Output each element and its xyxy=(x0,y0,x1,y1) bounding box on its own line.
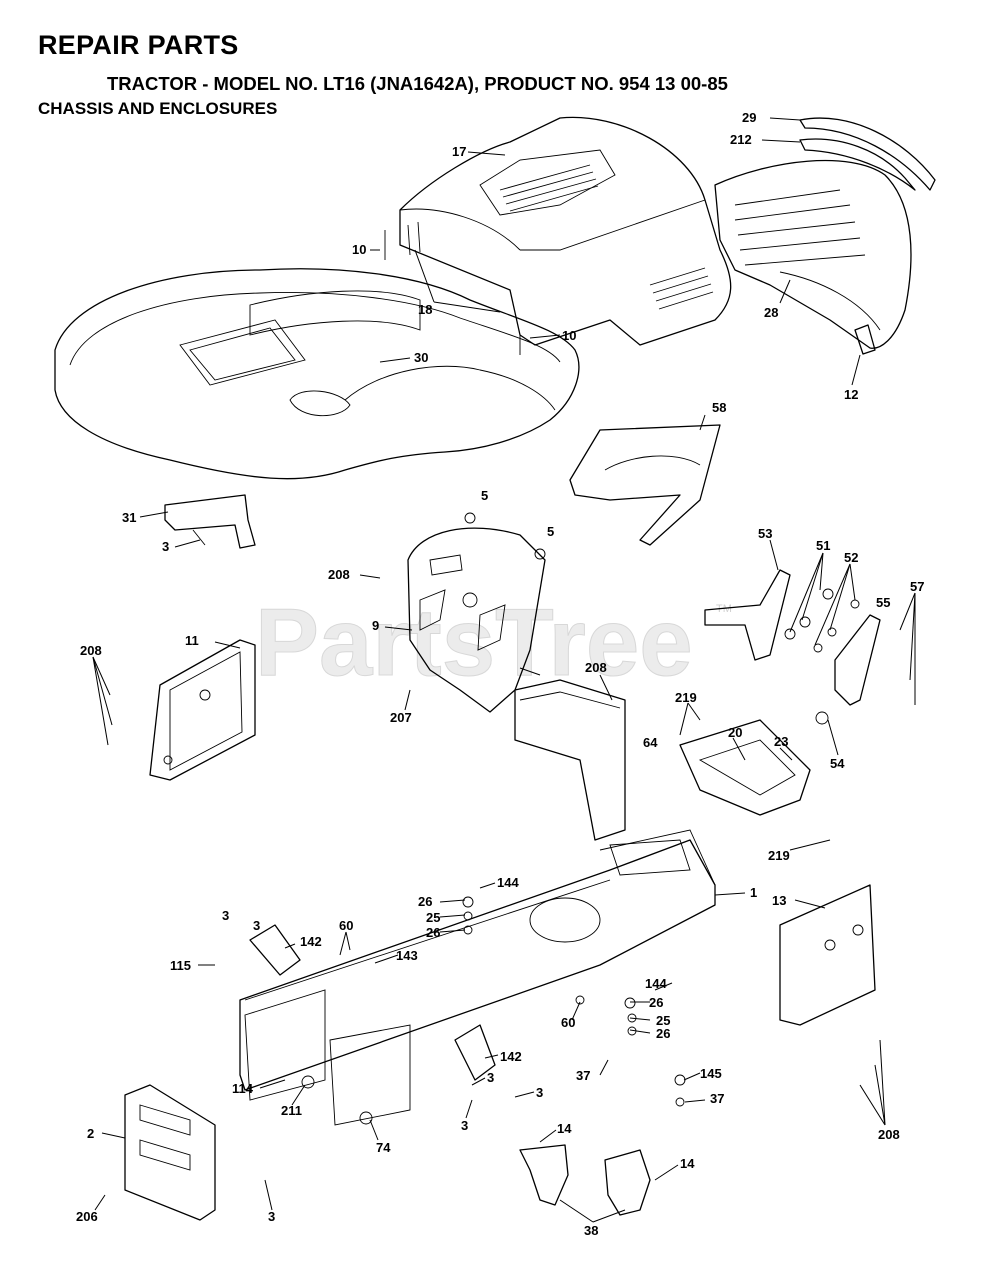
part-dash-panel xyxy=(407,527,546,713)
callout: 211 xyxy=(281,1103,302,1118)
part-55 xyxy=(834,614,881,706)
part-fender-cutout xyxy=(249,290,421,336)
part-hood xyxy=(399,116,732,346)
callout: 207 xyxy=(390,710,412,725)
part-31 xyxy=(164,494,256,549)
callout: 64 xyxy=(643,735,658,750)
part-11 xyxy=(149,639,256,781)
callout: 3 xyxy=(461,1118,468,1133)
callout: 25 xyxy=(426,910,440,925)
section-title: CHASSIS AND ENCLOSURES xyxy=(38,99,278,118)
callout: 54 xyxy=(830,756,845,771)
callout: 13 xyxy=(772,893,786,908)
callout: 115 xyxy=(170,958,191,973)
callout: 10 xyxy=(562,328,576,343)
callout: 1 xyxy=(750,885,757,900)
callout: 14 xyxy=(557,1121,572,1136)
callout: 9 xyxy=(372,618,379,633)
part-2 xyxy=(124,1084,216,1221)
callout: 26 xyxy=(418,894,432,909)
callout: 53 xyxy=(758,526,772,541)
callout: 11 xyxy=(185,633,199,648)
hardware-fasteners xyxy=(192,230,860,1125)
part-fender xyxy=(54,268,580,480)
part-38-a xyxy=(519,1144,569,1206)
callout: 212 xyxy=(730,132,752,147)
callout: 14 xyxy=(680,1156,695,1171)
part-142-a xyxy=(249,924,301,976)
watermark-tm: TM xyxy=(716,603,732,615)
callout: 55 xyxy=(876,595,890,610)
callout: 31 xyxy=(122,510,136,525)
callout: 144 xyxy=(645,976,667,991)
callout: 38 xyxy=(584,1223,598,1238)
callout: 208 xyxy=(328,567,350,582)
callout: 26 xyxy=(649,995,663,1010)
model-line: TRACTOR - MODEL NO. LT16 (JNA1642A), PRO… xyxy=(107,73,728,94)
callout: 2 xyxy=(87,1126,94,1141)
callout: 206 xyxy=(76,1209,98,1224)
part-29 xyxy=(799,117,936,191)
callout-labels: 17 29 212 10 18 28 10 30 12 58 31 5 5 3 … xyxy=(76,110,924,1238)
callout: 219 xyxy=(768,848,790,863)
leader-lines xyxy=(92,117,916,1223)
callout: 37 xyxy=(710,1091,724,1106)
callout: 10 xyxy=(352,242,366,257)
callout: 208 xyxy=(585,660,607,675)
part-20 xyxy=(679,719,811,816)
callout: 18 xyxy=(418,302,432,317)
part-13 xyxy=(779,884,876,1026)
callout: 74 xyxy=(376,1140,391,1155)
callout: 29 xyxy=(742,110,756,125)
callout: 143 xyxy=(396,948,418,963)
callout: 145 xyxy=(700,1066,722,1081)
callout: 25 xyxy=(656,1013,670,1028)
callout: 57 xyxy=(910,579,924,594)
callout: 52 xyxy=(844,550,858,565)
callout: 3 xyxy=(222,908,229,923)
callout: 20 xyxy=(728,725,742,740)
callout: 3 xyxy=(268,1209,275,1224)
callout: 142 xyxy=(500,1049,522,1064)
part-38-b xyxy=(604,1149,651,1216)
callout: 28 xyxy=(764,305,778,320)
callout: 3 xyxy=(487,1070,494,1085)
callout: 51 xyxy=(816,538,830,553)
callout: 208 xyxy=(80,643,102,658)
callout: 5 xyxy=(547,524,554,539)
callout: 58 xyxy=(712,400,726,415)
part-frame xyxy=(239,829,716,1126)
callout: 3 xyxy=(536,1085,543,1100)
callout: 26 xyxy=(656,1026,670,1041)
callout: 30 xyxy=(414,350,428,365)
part-58 xyxy=(569,424,721,546)
part-64 xyxy=(514,679,626,841)
part-142-b xyxy=(454,1024,496,1081)
callout: 3 xyxy=(162,539,169,554)
callout: 60 xyxy=(561,1015,575,1030)
part-212 xyxy=(799,138,916,191)
callout: 208 xyxy=(878,1127,900,1142)
callout: 60 xyxy=(339,918,353,933)
callout: 114 xyxy=(232,1081,254,1096)
part-53 xyxy=(704,569,791,661)
part-12 xyxy=(854,324,876,355)
callout: 5 xyxy=(481,488,488,503)
callout: 144 xyxy=(497,875,519,890)
watermark: PartsTree xyxy=(255,589,693,696)
part-grille xyxy=(714,159,912,349)
callout: 219 xyxy=(675,690,697,705)
callout: 17 xyxy=(452,144,466,159)
callout: 37 xyxy=(576,1068,590,1083)
page-title: REPAIR PARTS xyxy=(38,30,239,60)
callout: 12 xyxy=(844,387,858,402)
callout: 142 xyxy=(300,934,322,949)
callout: 26 xyxy=(426,925,440,940)
callout: 23 xyxy=(774,734,788,749)
callout: 3 xyxy=(253,918,260,933)
